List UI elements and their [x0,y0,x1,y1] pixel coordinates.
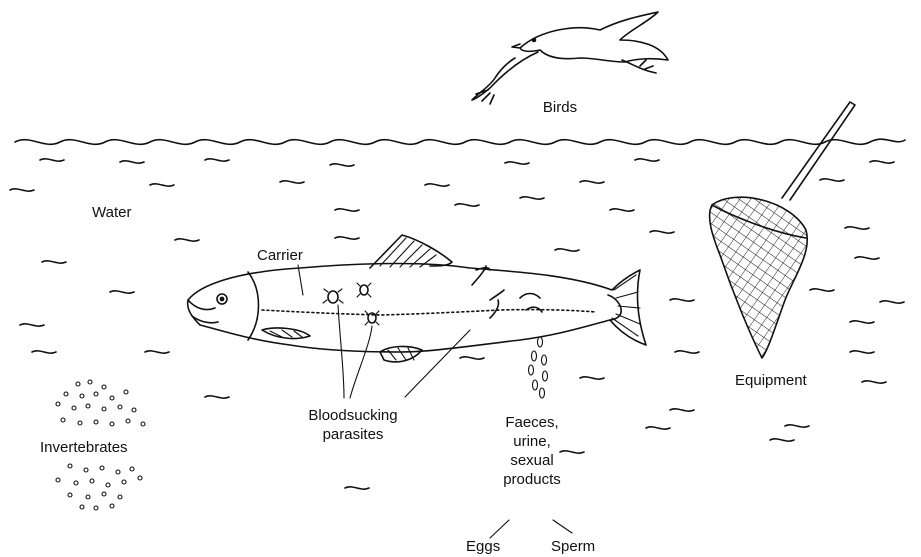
label-excretions-line-3: sexual [482,451,582,470]
excretion-droplets [529,337,548,398]
label-equipment: Equipment [735,371,807,390]
bird-illustration [472,12,668,104]
label-birds: Birds [534,98,586,117]
label-excretions-line-1: Faeces, [482,413,582,432]
label-sperm: Sperm [551,537,595,556]
label-invertebrates: Invertebrates [40,438,128,457]
leader-lines [298,265,572,538]
label-bloodsucking-parasites: Bloodsucking parasites [293,406,413,444]
label-bloodsucking-parasites-line-2: parasites [293,425,413,444]
label-excretions-line-4: products [482,470,582,489]
label-excretions: Faeces, urine, sexual products [482,413,582,489]
water-surface [15,139,905,144]
fishing-net-illustration [700,102,855,365]
label-excretions-line-2: urine, [482,432,582,451]
label-carrier: Carrier [257,246,303,265]
label-eggs: Eggs [466,537,500,556]
label-water: Water [92,203,131,222]
label-bloodsucking-parasites-line-1: Bloodsucking [293,406,413,425]
